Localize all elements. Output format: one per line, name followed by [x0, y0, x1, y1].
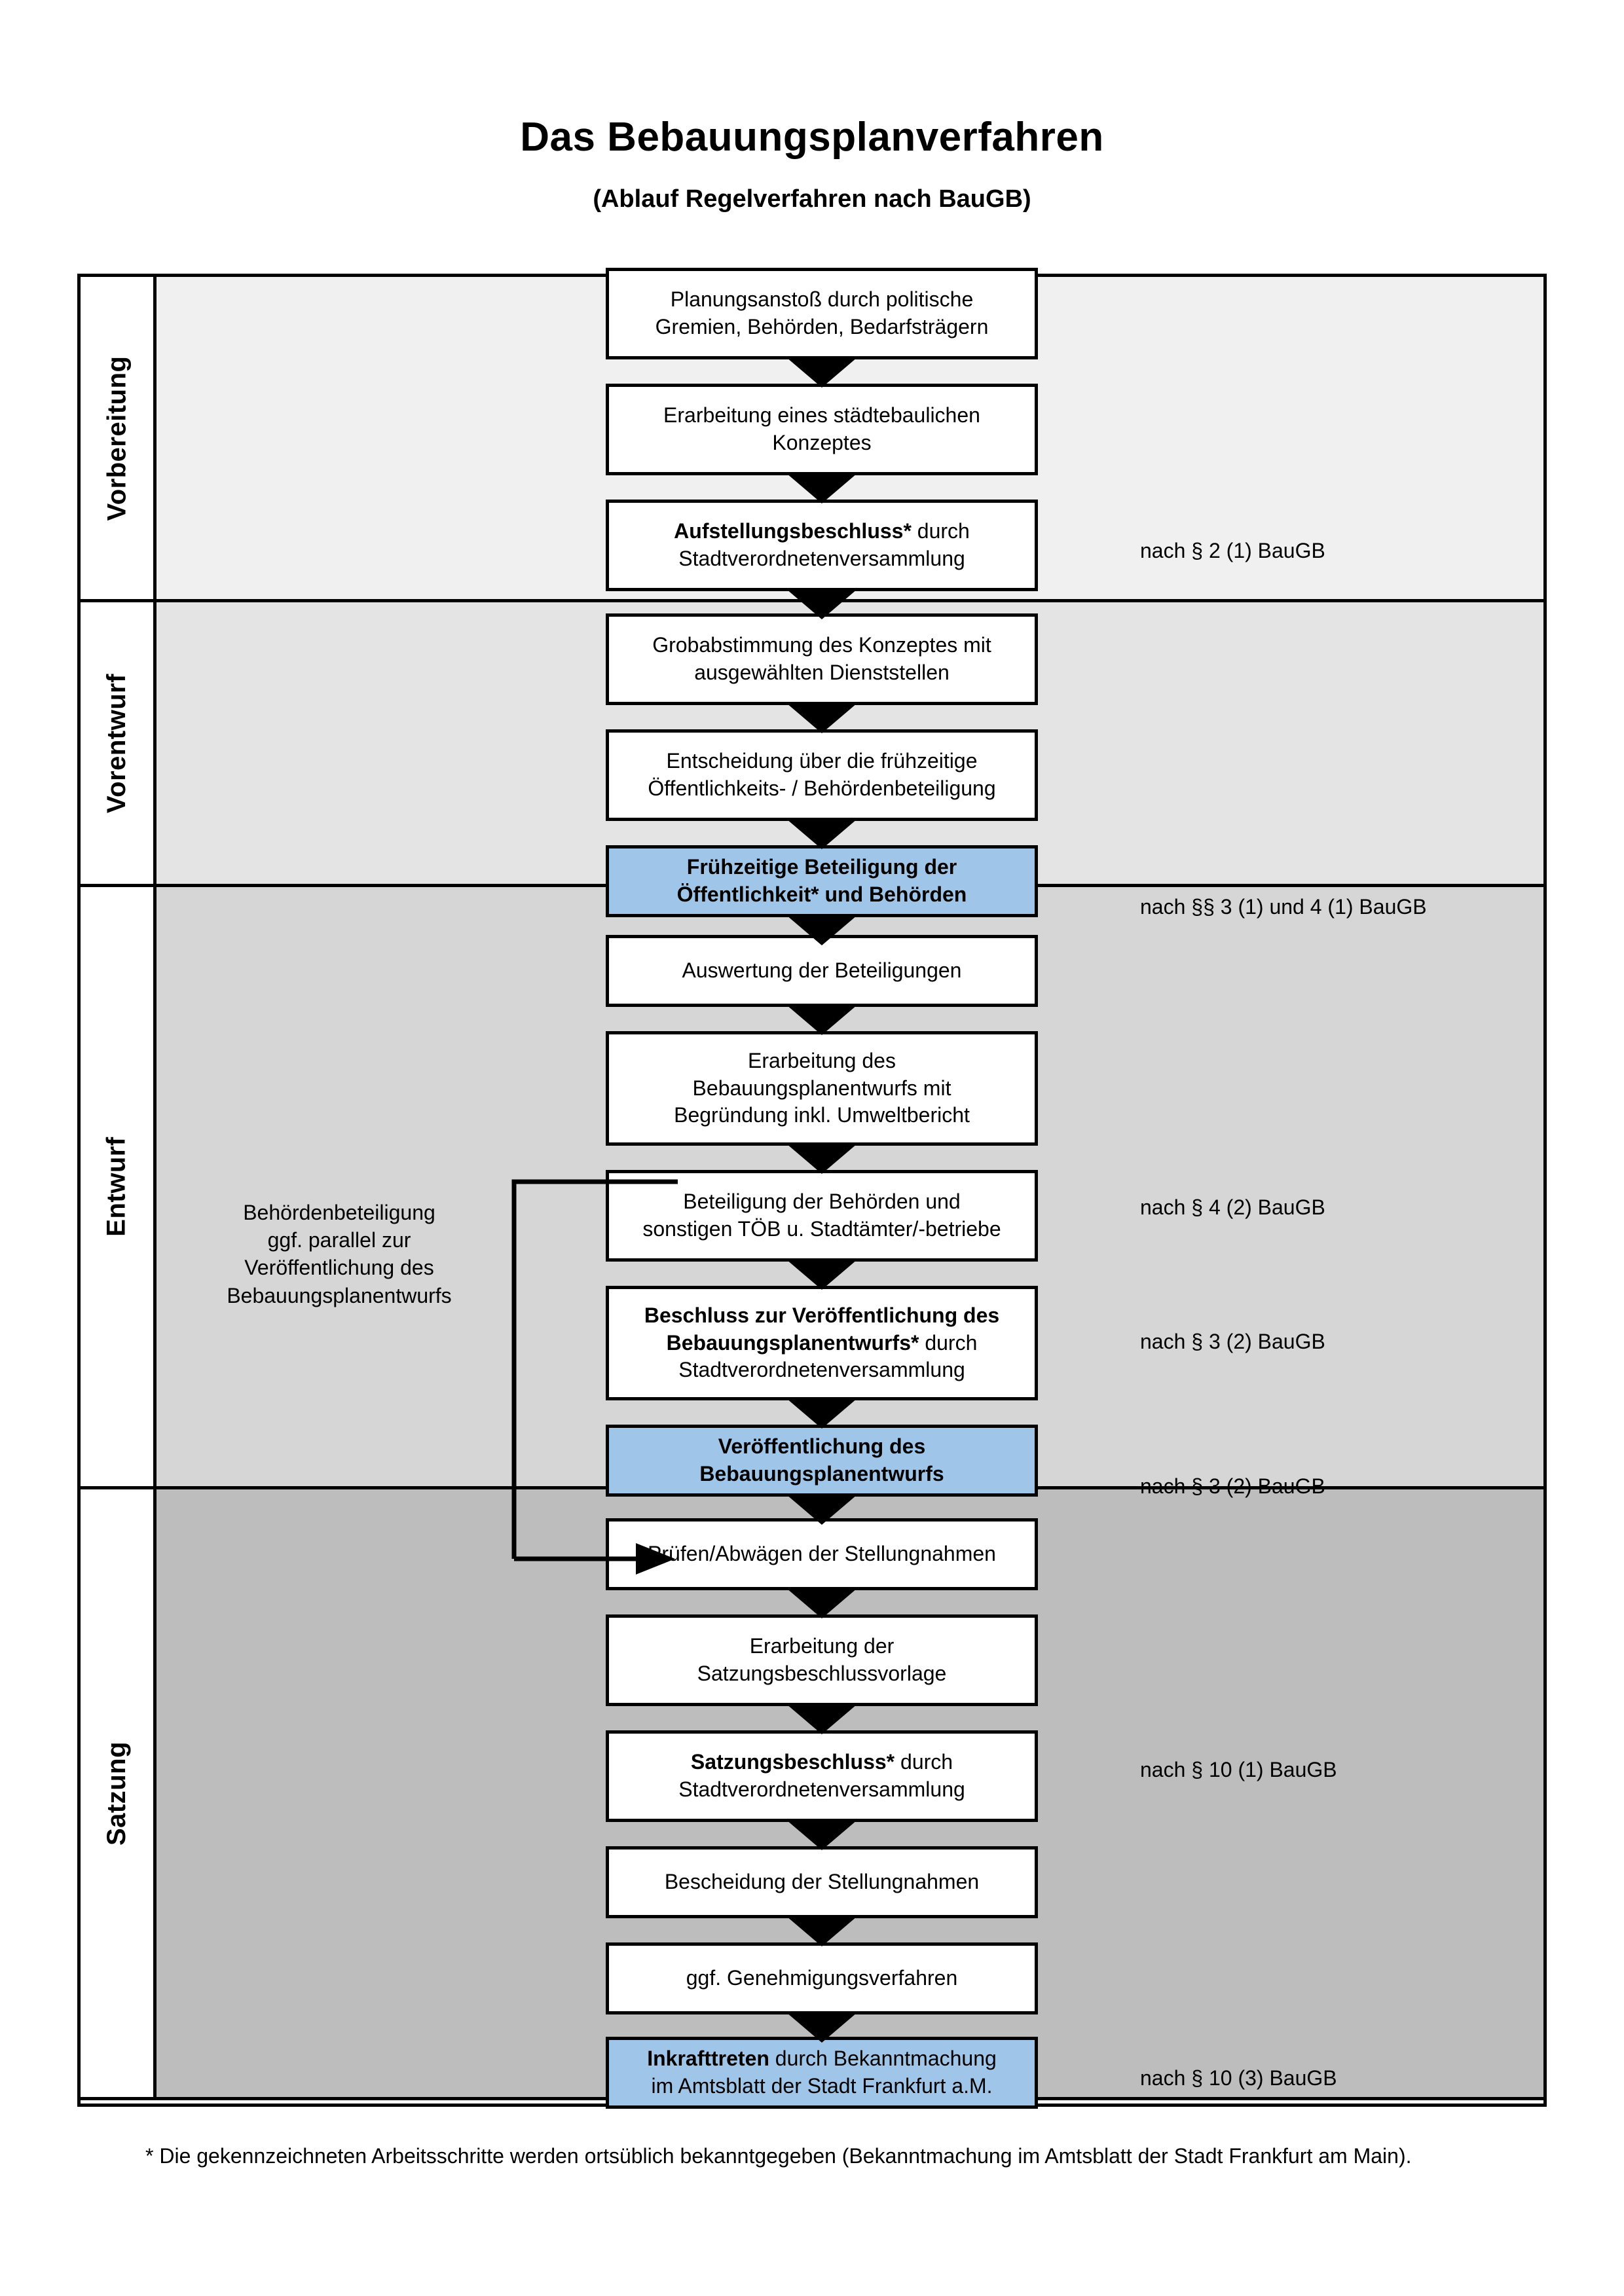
- step-box-satzungsbeschluss[interactable]: Satzungsbeschluss* durch Stadtverordnete…: [606, 1730, 1038, 1822]
- step-text: ggf. Genehmigungsverfahren: [686, 1966, 958, 1990]
- side-note-behoerdenbeteiligung: Behördenbeteiligung ggf. parallel zur Ve…: [195, 1199, 483, 1309]
- page-title: Das Bebauungsplanverfahren: [520, 115, 1104, 160]
- step-text: Erarbeitung eines städtebaulichen Konzep…: [663, 403, 980, 454]
- step-box-erarbeitung-satzungsbeschlussvorlage[interactable]: Erarbeitung der Satzungsbeschlussvorlage: [606, 1614, 1038, 1706]
- step-box-erarbeitung-bebauungsplanentwurf[interactable]: Erarbeitung des Bebauungsplanentwurfs mi…: [606, 1031, 1038, 1146]
- step-box-grobabstimmung[interactable]: Grobabstimmung des Konzeptes mit ausgewä…: [606, 613, 1038, 705]
- phase-label-cell-entwurf: Entwurf: [81, 887, 157, 1486]
- step-text: Bescheidung der Stellungnahmen: [664, 1870, 980, 1894]
- step-box-aufstellungsbeschluss[interactable]: Aufstellungsbeschluss* durch Stadtverord…: [606, 500, 1038, 591]
- step-box-genehmigungsverfahren[interactable]: ggf. Genehmigungsverfahren: [606, 1942, 1038, 2014]
- legal-note-par3-2-a: nach § 3 (2) BauGB: [1140, 1330, 1325, 1353]
- step-box-entscheidung-fruehzeitige-beteiligung[interactable]: Entscheidung über die frühzeitige Öffent…: [606, 729, 1038, 821]
- step-box-inkrafttreten[interactable]: Inkrafttreten durch Bekanntmachung im Am…: [606, 2037, 1038, 2109]
- flowchart-frame: Vorbereitung Vorentwurf Entwurf Satzung …: [77, 268, 1547, 2109]
- step-text: Beteiligung der Behörden und sonstigen T…: [642, 1190, 1001, 1241]
- step-text: Erarbeitung des Bebauungsplanentwurfs mi…: [674, 1049, 970, 1127]
- legal-note-par2-1: nach § 2 (1) BauGB: [1140, 539, 1325, 562]
- step-box-veroeffentlichung-bebauungsplanentwurf[interactable]: Veröffentlichung des Bebauungsplanentwur…: [606, 1425, 1038, 1497]
- side-note-line: Behördenbeteiligung: [243, 1201, 435, 1224]
- phase-label-vorbereitung: Vorbereitung: [102, 355, 131, 520]
- step-text: Erarbeitung der Satzungsbeschlussvorlage: [697, 1634, 947, 1685]
- step-box-fruehzeitige-beteiligung[interactable]: Frühzeitige Beteiligung der Öffentlichke…: [606, 845, 1038, 917]
- step-text: Grobabstimmung des Konzeptes mit ausgewä…: [652, 633, 991, 684]
- footnote: * Die gekennzeichneten Arbeitsschritte w…: [145, 2144, 1412, 2168]
- step-text: Veröffentlichung des Bebauungsplanentwur…: [699, 1434, 944, 1485]
- step-box-beschluss-veroeffentlichung[interactable]: Beschluss zur Veröffentlichung des Bebau…: [606, 1286, 1038, 1400]
- step-text: Planungsanstoß durch politische Gremien,…: [655, 287, 989, 338]
- legal-note-par3-1-4-1: nach §§ 3 (1) und 4 (1) BauGB: [1140, 895, 1427, 919]
- side-note-line: ggf. parallel zur: [267, 1228, 411, 1252]
- side-note-line: Veröffentlichung des: [244, 1256, 434, 1280]
- step-box-staedtebauliches-konzept[interactable]: Erarbeitung eines städtebaulichen Konzep…: [606, 384, 1038, 475]
- phase-label-entwurf: Entwurf: [102, 1137, 131, 1237]
- step-box-planungsanstoss[interactable]: Planungsanstoß durch politische Gremien,…: [606, 268, 1038, 359]
- step-text: Inkrafttreten durch Bekanntmachung im Am…: [647, 2047, 997, 2098]
- legal-note-par10-1: nach § 10 (1) BauGB: [1140, 1758, 1337, 1781]
- phase-label-cell-vorbereitung: Vorbereitung: [81, 277, 157, 599]
- legal-note-par10-3: nach § 10 (3) BauGB: [1140, 2066, 1337, 2090]
- phase-label-cell-vorentwurf: Vorentwurf: [81, 602, 157, 884]
- step-text: Auswertung der Beteiligungen: [682, 958, 962, 983]
- page-subtitle: (Ablauf Regelverfahren nach BauGB): [593, 185, 1031, 213]
- step-text: Beschluss zur Veröffentlichung des Bebau…: [644, 1303, 1000, 1382]
- phase-label-satzung: Satzung: [102, 1741, 132, 1846]
- step-box-bescheidung-stellungnahmen[interactable]: Bescheidung der Stellungnahmen: [606, 1846, 1038, 1918]
- phase-label-vorentwurf: Vorentwurf: [102, 673, 131, 813]
- title-block: Das Bebauungsplanverfahren (Ablauf Regel…: [0, 0, 1624, 213]
- step-box-auswertung-beteiligungen[interactable]: Auswertung der Beteiligungen: [606, 935, 1038, 1007]
- step-text: Satzungsbeschluss* durch Stadtverordnete…: [678, 1750, 965, 1801]
- legal-note-par4-2: nach § 4 (2) BauGB: [1140, 1195, 1325, 1219]
- step-text: Entscheidung über die frühzeitige Öffent…: [648, 749, 996, 800]
- step-box-beteiligung-behoerden-toeb[interactable]: Beteiligung der Behörden und sonstigen T…: [606, 1170, 1038, 1262]
- side-note-line: Bebauungsplanentwurfs: [227, 1283, 452, 1307]
- step-box-pruefen-abwaegen[interactable]: Prüfen/Abwägen der Stellungnahmen: [606, 1518, 1038, 1590]
- phase-label-cell-satzung: Satzung: [81, 1489, 157, 2097]
- legal-note-par3-2-b: nach § 3 (2) BauGB: [1140, 1474, 1325, 1498]
- step-text: Prüfen/Abwägen der Stellungnahmen: [648, 1542, 996, 1566]
- step-text: Frühzeitige Beteiligung der Öffentlichke…: [676, 855, 967, 906]
- step-text: Aufstellungsbeschluss* durch Stadtverord…: [674, 519, 970, 570]
